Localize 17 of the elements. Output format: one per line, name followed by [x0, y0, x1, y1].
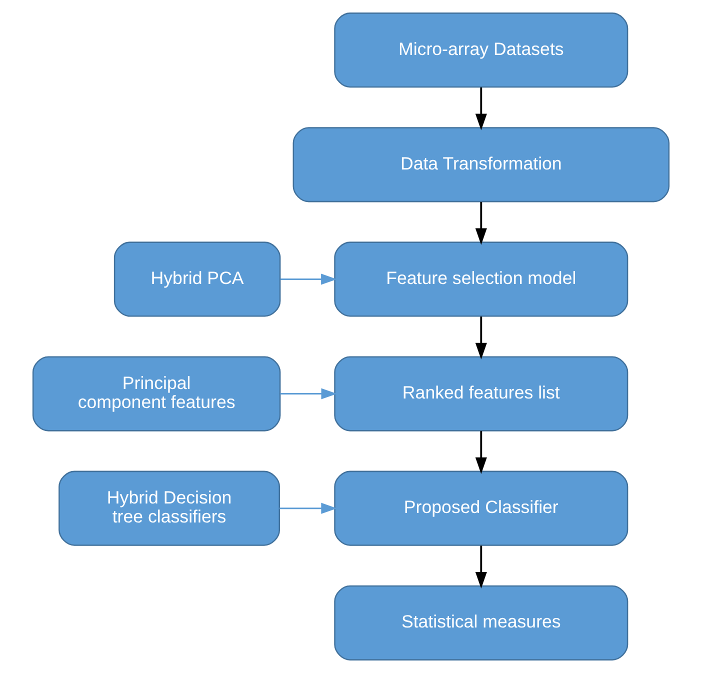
arrow [474, 546, 486, 589]
node-box: Principal component features [32, 356, 280, 432]
node-box: Feature selection model [334, 242, 628, 317]
node-box: Statistical measures [334, 585, 628, 660]
node-box: Hybrid PCA [113, 242, 280, 317]
arrow [474, 87, 486, 130]
arrow [474, 202, 486, 245]
arrow [474, 431, 486, 474]
node-box: Ranked features list [334, 356, 628, 432]
arrow [279, 502, 336, 514]
node-box: Data Transformation [292, 127, 670, 202]
arrow [474, 316, 486, 360]
node-box: Hybrid Decision tree classifiers [58, 470, 280, 546]
arrow [280, 388, 337, 400]
node-box: Micro-array Datasets [334, 12, 628, 88]
node-box: Proposed Classifier [334, 470, 628, 546]
arrow [280, 274, 336, 285]
